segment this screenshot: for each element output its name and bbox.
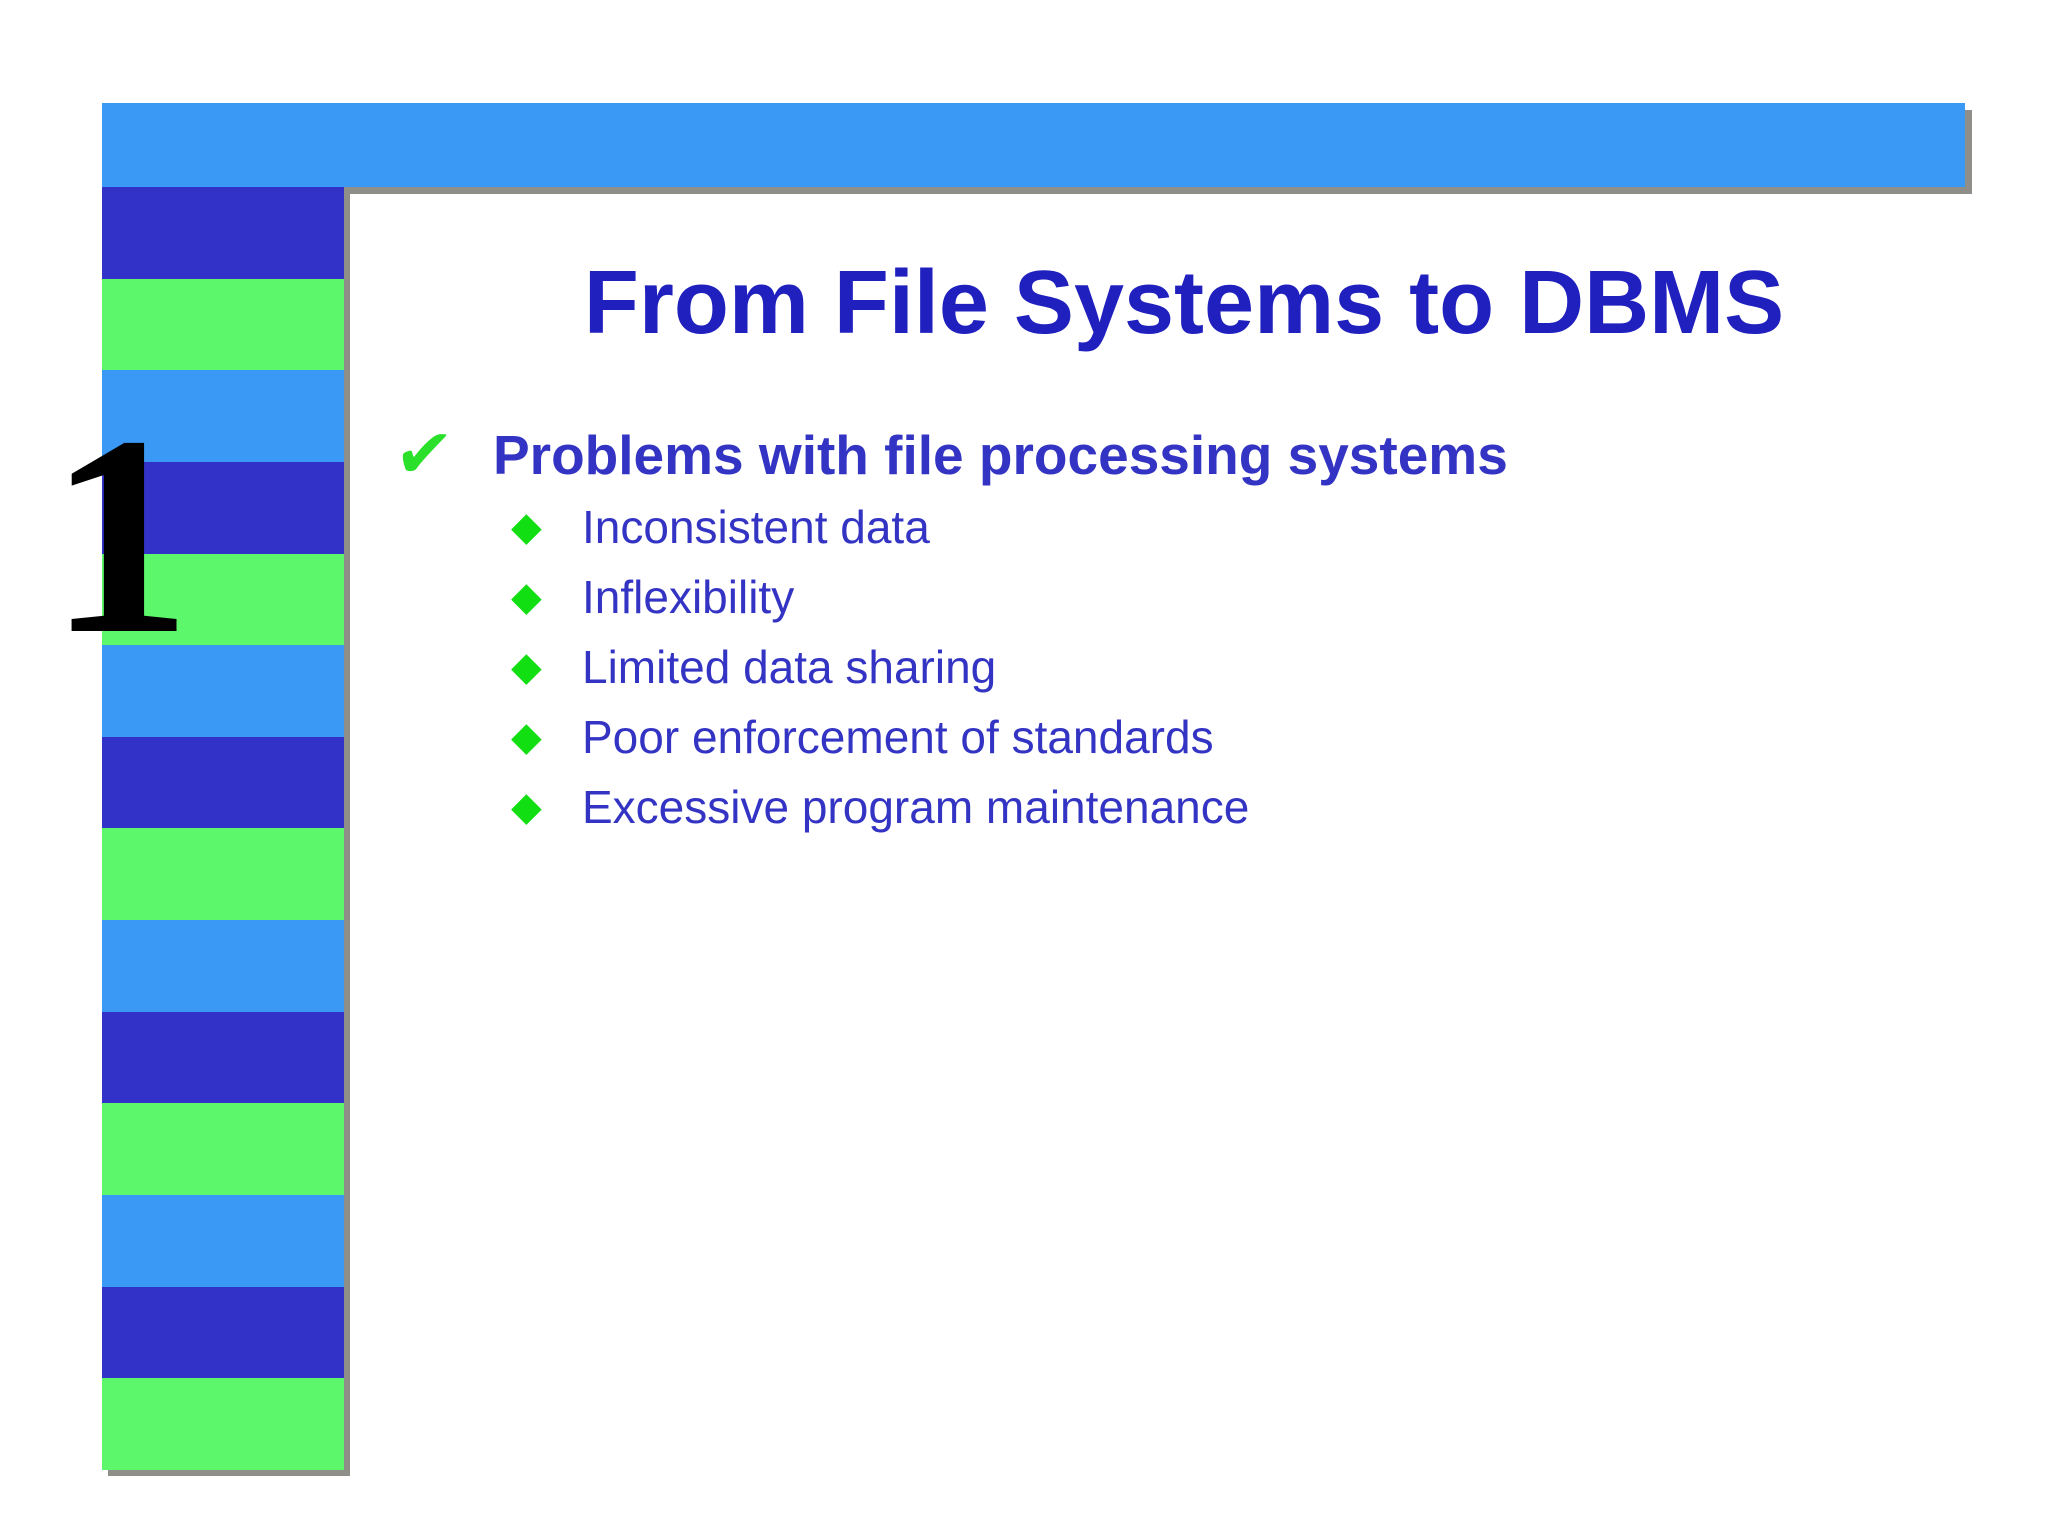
- bullet-text: Inflexibility: [582, 571, 795, 623]
- sidebar-stripe: [102, 1286, 344, 1379]
- top-banner-bar: [102, 103, 1965, 187]
- diamond-bullet-icon: ◆: [511, 714, 542, 760]
- diamond-bullet-icon: ◆: [511, 644, 542, 690]
- bullet-list: ◆ Inconsistent data ◆ Inflexibility ◆ Li…: [505, 492, 2008, 842]
- list-item: ◆ Excessive program maintenance: [505, 772, 2008, 842]
- sidebar-stripe: [102, 920, 344, 1012]
- heading-text: Problems with file processing systems: [493, 424, 1508, 486]
- sidebar-stripe: [102, 370, 344, 462]
- sidebar-stripe: [102, 736, 344, 829]
- sidebar-stripe: [102, 278, 344, 371]
- diamond-bullet-icon: ◆: [511, 574, 542, 620]
- bullet-text: Limited data sharing: [582, 641, 997, 693]
- diamond-bullet-icon: ◆: [511, 504, 542, 550]
- sidebar-stripe: [102, 1011, 344, 1104]
- list-item: ◆ Inconsistent data: [505, 492, 2008, 562]
- sidebar-stripe: [102, 1195, 344, 1287]
- sidebar-stripe: [102, 461, 344, 554]
- sidebar-stripe: [102, 187, 344, 279]
- sidebar-stripe: [102, 1103, 344, 1196]
- sidebar-stripe: [102, 645, 344, 737]
- sidebar-stripe: [102, 828, 344, 921]
- check-icon: ✔: [390, 415, 457, 494]
- diamond-bullet-icon: ◆: [511, 784, 542, 830]
- page-title: From File Systems to DBMS: [583, 253, 1785, 353]
- heading-bullet: ✔ Problems with file processing systems: [391, 415, 2008, 494]
- bullet-text: Poor enforcement of standards: [582, 711, 1214, 763]
- sidebar-stripe: [102, 553, 344, 646]
- list-item: ◆ Inflexibility: [505, 562, 2008, 632]
- bullet-text: Excessive program maintenance: [582, 781, 1250, 833]
- list-item: ◆ Poor enforcement of standards: [505, 702, 2008, 772]
- list-item: ◆ Limited data sharing: [505, 632, 2008, 702]
- sidebar-stripe: [102, 1378, 344, 1470]
- striped-sidebar: [102, 187, 344, 1470]
- bullet-text: Inconsistent data: [582, 501, 930, 553]
- section-number: 1: [48, 377, 192, 693]
